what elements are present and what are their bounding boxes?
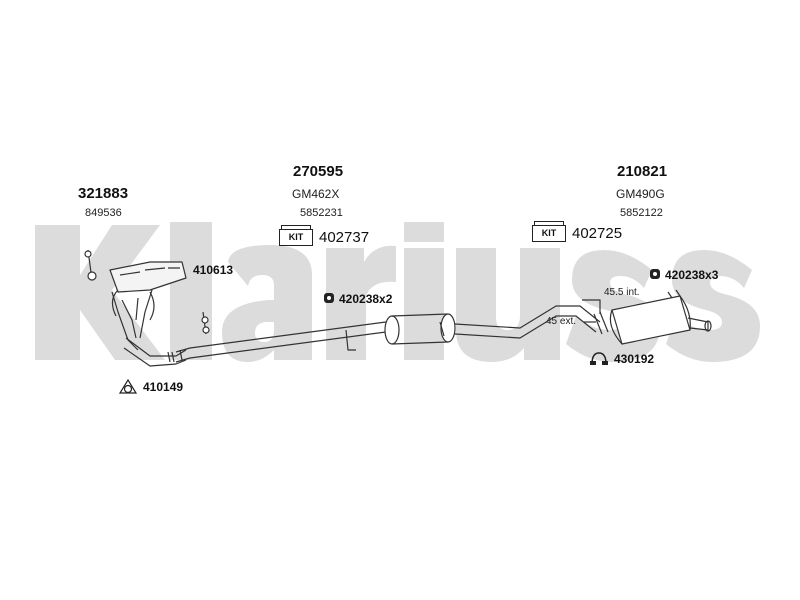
middle-pipe-kit-number: 402737 [319, 229, 370, 246]
rear-silencer [609, 289, 712, 345]
external-diameter-note: 45 ext. [546, 316, 577, 327]
kit-icon: KIT [279, 225, 313, 246]
middle-mount-part-number: 420238x2 [339, 292, 393, 306]
rear-silencer-part-number: 210821 [617, 163, 668, 180]
gasket-ring-icon [118, 378, 138, 394]
rear-pipe [454, 305, 601, 329]
middle-pipe-oem-number: 5852231 [300, 207, 343, 219]
stud-part-number: 410613 [193, 263, 234, 277]
kit-icon: KIT [532, 221, 566, 242]
rear-mount-part-number: 420238x3 [665, 268, 719, 282]
manifold-part-number: 321883 [78, 185, 129, 202]
rear-silencer-kit-number: 402725 [572, 225, 623, 242]
manifold-oem-number: 849536 [85, 207, 122, 219]
gasket-part-number: 410149 [143, 380, 184, 394]
rear-silencer-kit: KIT 402725 [532, 221, 623, 242]
front-pipe [189, 321, 387, 349]
clamp-icon [590, 352, 608, 365]
clamp-part-number: 430192 [614, 352, 655, 366]
internal-diameter-note: 45.5 int. [604, 287, 640, 298]
middle-pipe-part-number: 270595 [293, 163, 344, 180]
middle-silencer [384, 313, 456, 345]
rubber-mount-icon [650, 269, 660, 279]
rubber-mount-icon [324, 293, 334, 303]
rear-silencer-code: GM490G [616, 187, 665, 201]
middle-pipe-kit: KIT 402737 [279, 225, 370, 246]
middle-pipe-code: GM462X [292, 187, 340, 201]
rear-silencer-oem-number: 5852122 [620, 207, 663, 219]
exhaust-manifold [109, 261, 187, 367]
